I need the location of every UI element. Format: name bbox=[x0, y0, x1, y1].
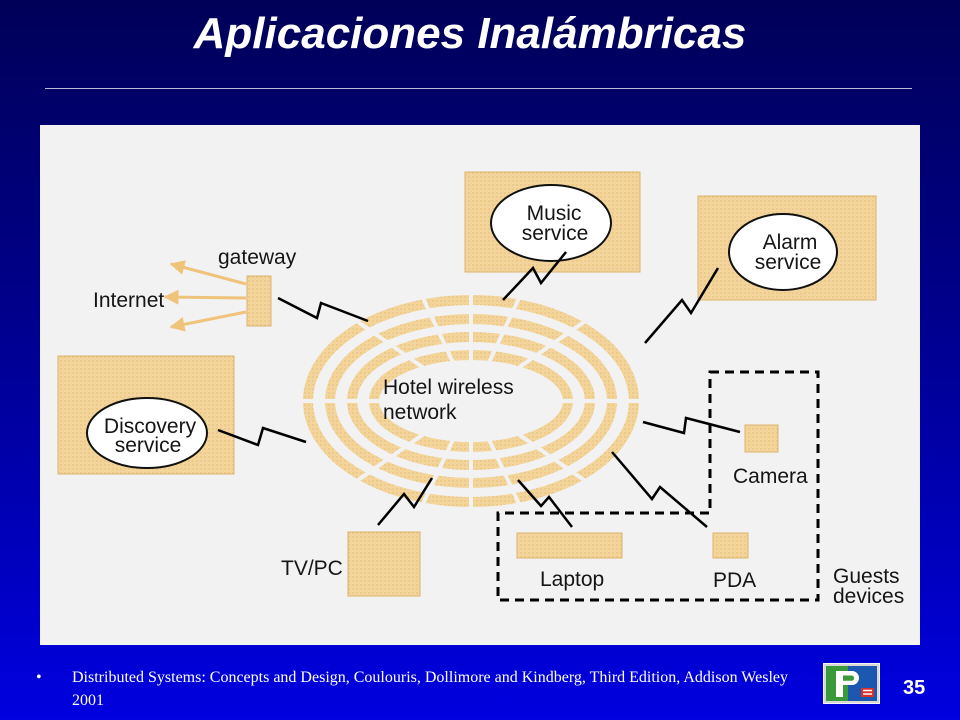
pda-box bbox=[712, 532, 749, 559]
guests-devices-label-line-1: Guests bbox=[833, 565, 900, 588]
gateway-box bbox=[246, 275, 272, 327]
wireless-link-laptop bbox=[517, 479, 573, 528]
citation-text: Distributed Systems: Concepts and Design… bbox=[72, 669, 788, 709]
network-label-line-1: Hotel wireless bbox=[383, 376, 514, 399]
camera-label: Camera bbox=[733, 465, 808, 488]
slide-title: Aplicaciones Inalámbricas bbox=[193, 9, 747, 58]
logo-red-block bbox=[861, 688, 874, 697]
internet-label: Internet bbox=[93, 289, 164, 312]
wireless-link-camera bbox=[642, 416, 741, 435]
page-number: 35 bbox=[903, 677, 926, 699]
internet-arrows bbox=[163, 260, 247, 332]
discovery-service-label-line-1: Discovery bbox=[104, 415, 197, 438]
guests-devices-boundary bbox=[496, 370, 820, 602]
footer-citation: • Distributed Systems: Concepts and Desi… bbox=[36, 666, 816, 712]
wireless-link-discovery-service bbox=[217, 426, 307, 447]
tv-pc-box bbox=[347, 531, 421, 597]
guests-devices-label-line-2: devices bbox=[833, 585, 904, 608]
title-divider bbox=[45, 88, 912, 89]
hotel-wireless-network: Hotel wireless network bbox=[301, 293, 641, 509]
camera-node: Camera bbox=[733, 424, 808, 488]
tv-pc-node: TV/PC bbox=[281, 531, 421, 597]
music-service-node: Music service bbox=[464, 171, 641, 273]
wireless-applications-diagram: Hotel wireless network Music service Ala… bbox=[40, 125, 920, 645]
pda-node: PDA bbox=[712, 532, 756, 592]
gateway-node: gateway bbox=[218, 246, 297, 327]
ring-gap bbox=[355, 319, 587, 483]
music-service-label-line-2: service bbox=[522, 222, 589, 245]
network-label-line-2: network bbox=[383, 401, 457, 424]
laptop-label: Laptop bbox=[540, 568, 604, 591]
alarm-service-ellipse bbox=[728, 213, 838, 291]
wireless-link-tv-pc bbox=[377, 477, 434, 526]
alarm-service-label-line-2: service bbox=[755, 251, 822, 274]
tv-pc-label: TV/PC bbox=[281, 557, 343, 580]
discovery-service-node: Discovery service bbox=[57, 355, 235, 475]
wireless-link-gateway bbox=[277, 296, 369, 323]
arrow-to-internet bbox=[169, 260, 247, 286]
arrow-to-internet bbox=[169, 310, 247, 332]
wireless-link-pda bbox=[611, 451, 708, 528]
gateway-label: gateway bbox=[218, 246, 297, 269]
logo-stripes bbox=[863, 689, 872, 695]
arrow-to-internet bbox=[163, 289, 247, 305]
footer-bullet: • bbox=[36, 669, 42, 686]
wireless-link-music-service bbox=[502, 251, 567, 301]
pda-label: PDA bbox=[713, 569, 756, 592]
alarm-service-node: Alarm service bbox=[697, 195, 877, 301]
ring-gaps bbox=[301, 293, 641, 509]
logo-counter-shape bbox=[843, 675, 855, 681]
alarm-service-label-line-1: Alarm bbox=[763, 231, 818, 254]
institution-logo-icon bbox=[823, 663, 880, 704]
music-service-label-line-1: Music bbox=[527, 202, 582, 225]
wireless-links bbox=[217, 251, 741, 528]
laptop-node: Laptop bbox=[516, 532, 623, 591]
camera-box bbox=[744, 424, 779, 453]
discovery-service-ellipse bbox=[86, 397, 208, 469]
discovery-service-label-line-2: service bbox=[115, 434, 182, 457]
wireless-link-alarm-service bbox=[644, 267, 720, 344]
laptop-box bbox=[516, 532, 623, 559]
music-service-ellipse bbox=[490, 184, 612, 262]
